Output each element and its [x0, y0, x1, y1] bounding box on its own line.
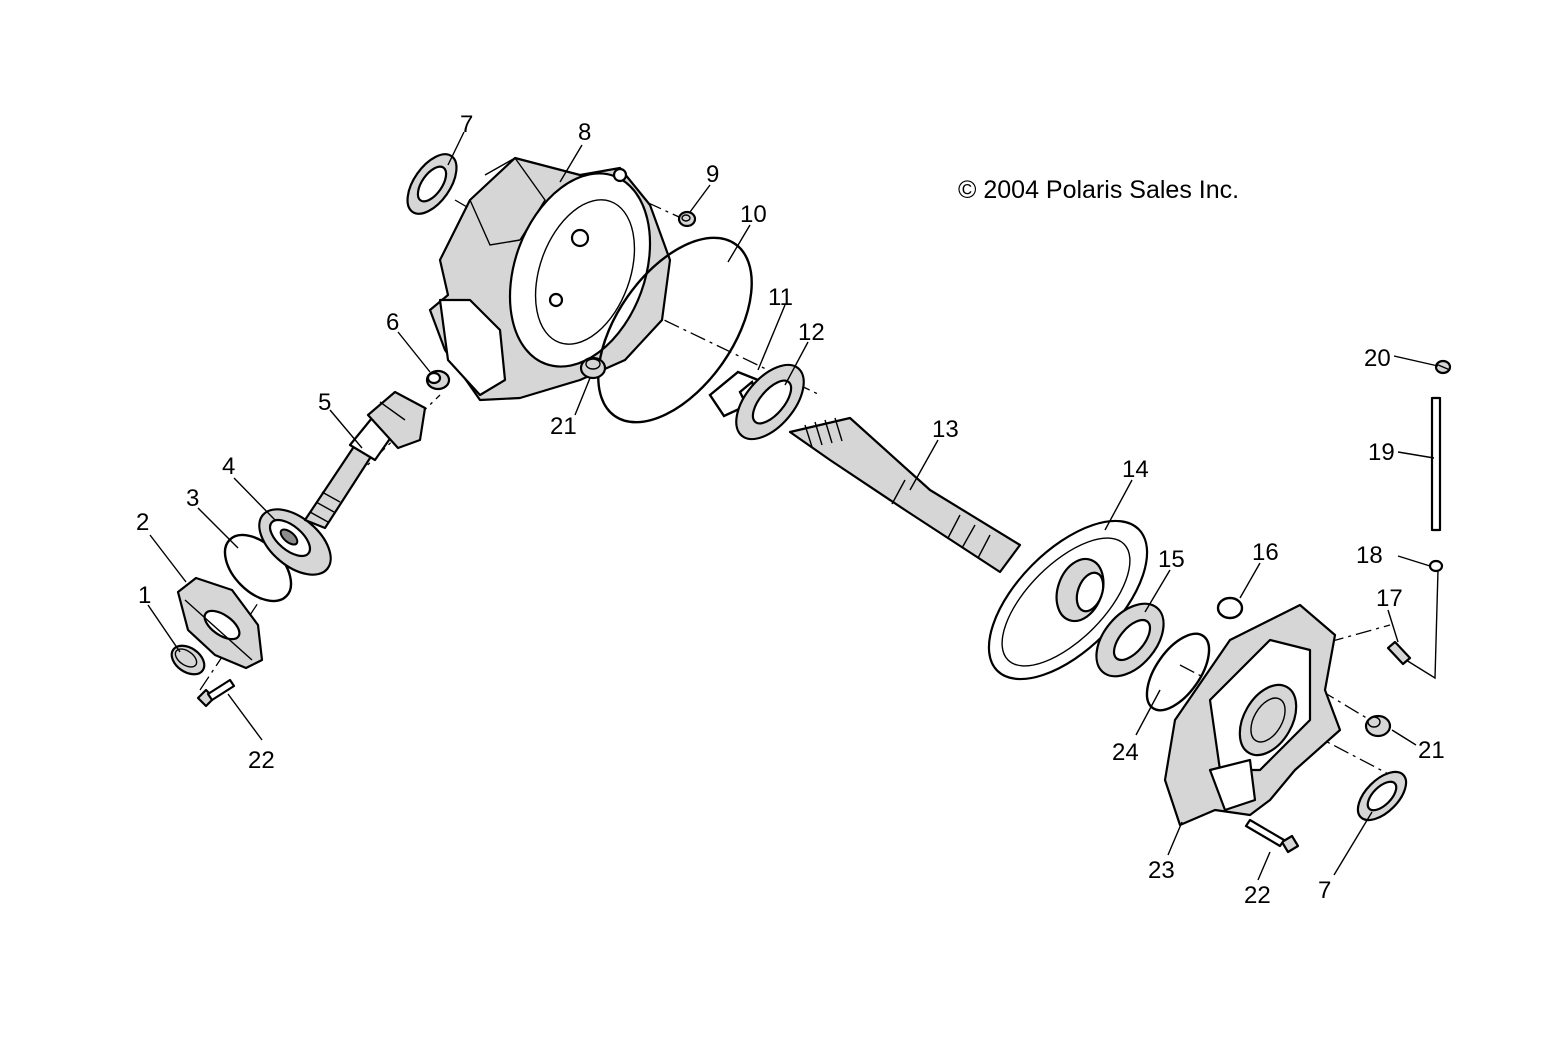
part-7-seal-lower	[1356, 770, 1408, 822]
copyright-notice: © 2004 Polaris Sales Inc.	[958, 176, 1240, 204]
callout-11: 11	[768, 284, 793, 311]
callout-24: 24	[1112, 739, 1139, 766]
callout-19: 19	[1368, 439, 1395, 466]
callout-18: 18	[1356, 542, 1383, 569]
part-16-o-ring	[1216, 596, 1244, 620]
part-14-ring-gear	[987, 519, 1149, 681]
callout-21-upper: 21	[550, 413, 577, 440]
part-4-bearing	[258, 508, 332, 576]
callout-1: 1	[138, 582, 151, 609]
part-24-shim	[1145, 632, 1211, 712]
part-23-rear-cover	[1163, 603, 1342, 827]
callout-numbers: 1 2 3 4 5 6 7 8 9 10 11 12 21 13 14 15 1…	[136, 111, 1445, 909]
part-21-plug-lower	[1364, 714, 1392, 738]
callout-9: 9	[706, 161, 719, 188]
part-21-plug-upper	[579, 356, 607, 380]
part-9-nut	[677, 210, 697, 228]
part-8-front-housing	[428, 156, 672, 402]
part-20-clip	[1434, 359, 1452, 375]
part-22-bolt-left	[196, 678, 236, 708]
callout-7-lower: 7	[1318, 877, 1331, 904]
part-7-seal-upper	[406, 153, 458, 215]
callout-10: 10	[740, 201, 767, 228]
part-15-bearing	[1095, 602, 1165, 678]
part-6-bushing	[425, 369, 451, 391]
callout-12: 12	[798, 319, 825, 346]
callout-2: 2	[136, 509, 149, 536]
part-22-bolt-right	[1244, 818, 1300, 854]
callout-13: 13	[932, 416, 959, 443]
part-12-bearing	[735, 363, 805, 441]
callout-4: 4	[222, 453, 235, 480]
callout-leader-lines	[147, 131, 1439, 881]
part-13-main-shaft	[788, 416, 1022, 574]
callout-21-lower: 21	[1418, 737, 1445, 764]
callout-20: 20	[1364, 345, 1391, 372]
callout-23: 23	[1148, 857, 1175, 884]
part-10-o-ring	[597, 236, 753, 424]
part-1-plug	[170, 644, 206, 676]
callout-7-upper: 7	[460, 111, 473, 138]
callout-15: 15	[1158, 546, 1185, 573]
callout-14: 14	[1122, 456, 1149, 483]
callout-17: 17	[1376, 585, 1403, 612]
part-5-pinion-shaft	[303, 390, 427, 530]
callout-22-left: 22	[248, 747, 275, 774]
part-2-cover-plate	[176, 576, 264, 670]
callout-3: 3	[186, 485, 199, 512]
callout-6: 6	[386, 309, 399, 336]
callout-22-right: 22	[1244, 882, 1271, 909]
callout-8: 8	[578, 119, 591, 146]
part-17-pin	[1386, 640, 1412, 666]
part-18-grommet	[1428, 559, 1444, 573]
callout-16: 16	[1252, 539, 1279, 566]
part-19-rod	[1430, 396, 1442, 532]
callout-5: 5	[318, 389, 331, 416]
